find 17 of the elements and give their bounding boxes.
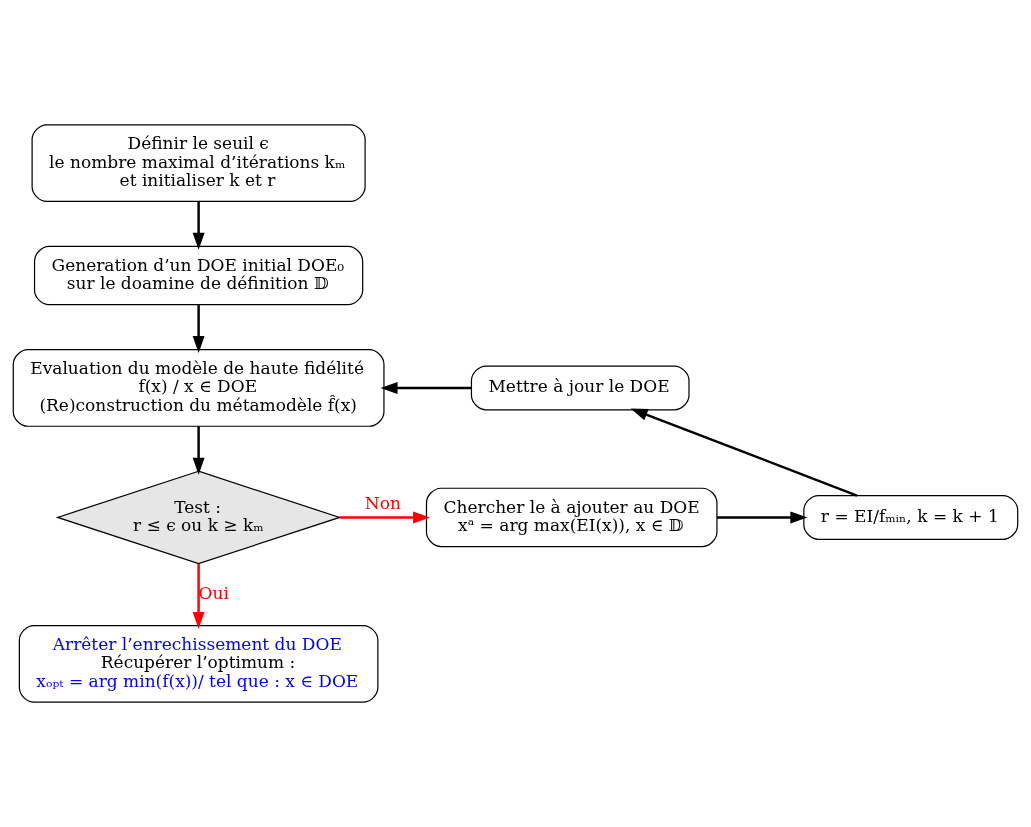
arrow [192, 426, 205, 475]
node-box: Chercher le à ajouter au DOE xᵃ = arg max(EI(x)), x ∈ 𝔻 [425, 487, 718, 548]
arrow [717, 511, 808, 524]
arrow [192, 563, 205, 630]
edge-label: Non [364, 493, 401, 514]
node-box: Evaluation du modèle de haute fidélité f(x) / x ∈ DOE (Re)construction du métamodèle f̂(x) [12, 349, 385, 427]
node-diamond: Test : r ≤ ϵ ou k ≥ kₘ [55, 470, 342, 565]
node-box: Arrêter l’enrechissement du DOE Récupérer l’optimum : xₒₚₜ = arg min(f(x))/ tel que : x ∈ DOE [18, 624, 379, 703]
arrow [380, 382, 472, 394]
arrow [339, 511, 431, 524]
arrow [630, 408, 858, 497]
node-box: Generation d’un DOE initial DOE₀ sur le doamine de définition 𝔻 [33, 245, 364, 306]
arrow [192, 305, 205, 354]
arrow [192, 201, 205, 250]
node-box: r = EI/fₘᵢₙ, k = k + 1 [803, 494, 1019, 540]
node-box: Mettre à jour le DOE [470, 365, 690, 411]
node-box: Définir le seuil ϵ le nombre maximal d’itérations kₘ et initialiser k et r [31, 124, 366, 203]
